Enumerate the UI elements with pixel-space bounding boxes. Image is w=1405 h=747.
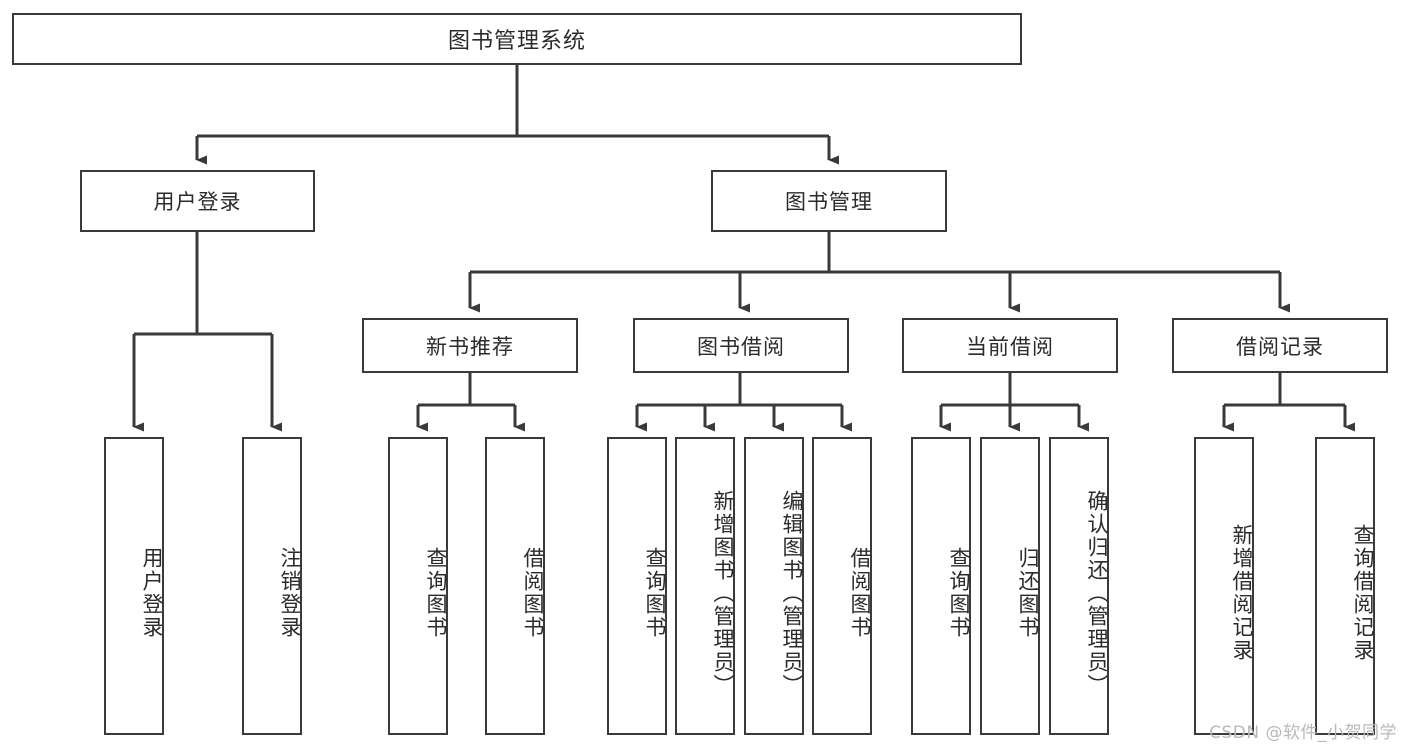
leaf-add-book-label: 新增图书（管理员）: [711, 489, 735, 697]
leaf-confirm-return-label: 确认归还（管理员）: [1085, 489, 1109, 697]
node-root-label: 图书管理系统: [447, 29, 586, 54]
node-root[interactable]: 图书管理系统: [12, 13, 1022, 65]
leaf-query-book-2[interactable]: 查询图书: [607, 437, 667, 735]
node-user-login-label: 用户登录: [153, 190, 242, 214]
leaf-borrow-book-1[interactable]: 借阅图书: [485, 437, 545, 735]
node-borrow-record[interactable]: 借阅记录: [1172, 318, 1388, 373]
node-new-book-rec-label: 新书推荐: [426, 334, 514, 359]
leaf-query-record[interactable]: 查询借阅记录: [1315, 437, 1375, 735]
leaf-return-book-label: 归还图书: [1016, 547, 1040, 639]
leaf-query-book-1-label: 查询图书: [424, 547, 448, 639]
leaf-borrow-book-1-label: 借阅图书: [521, 547, 545, 639]
node-current-borrow[interactable]: 当前借阅: [902, 318, 1118, 373]
leaf-return-book[interactable]: 归还图书: [980, 437, 1040, 735]
leaf-query-book-3-label: 查询图书: [947, 547, 971, 639]
node-book-manage[interactable]: 图书管理: [711, 170, 947, 232]
leaf-query-book-3[interactable]: 查询图书: [911, 437, 971, 735]
node-user-login[interactable]: 用户登录: [80, 170, 315, 232]
node-book-manage-label: 图书管理: [785, 190, 873, 214]
node-new-book-rec[interactable]: 新书推荐: [362, 318, 578, 373]
leaf-edit-book[interactable]: 编辑图书（管理员）: [744, 437, 804, 735]
leaf-logout-login-label: 注销登录: [278, 547, 302, 639]
node-borrow-record-label: 借阅记录: [1236, 334, 1324, 359]
leaf-borrow-book-2-label: 借阅图书: [848, 547, 872, 639]
leaf-user-login[interactable]: 用户登录: [104, 437, 164, 735]
leaf-add-book[interactable]: 新增图书（管理员）: [675, 437, 735, 735]
node-book-borrow-label: 图书借阅: [697, 334, 785, 359]
leaf-logout-login[interactable]: 注销登录: [242, 437, 302, 735]
leaf-add-record-label: 新增借阅记录: [1230, 524, 1254, 662]
leaf-query-record-label: 查询借阅记录: [1351, 524, 1375, 662]
leaf-user-login-label: 用户登录: [140, 547, 164, 639]
leaf-query-book-1[interactable]: 查询图书: [388, 437, 448, 735]
leaf-edit-book-label: 编辑图书（管理员）: [780, 489, 804, 697]
watermark-text: CSDN @软件_小贺同学: [1209, 723, 1397, 743]
leaf-confirm-return[interactable]: 确认归还（管理员）: [1049, 437, 1109, 735]
node-current-borrow-label: 当前借阅: [966, 334, 1054, 359]
leaf-add-record[interactable]: 新增借阅记录: [1194, 437, 1254, 735]
leaf-borrow-book-2[interactable]: 借阅图书: [812, 437, 872, 735]
node-book-borrow[interactable]: 图书借阅: [633, 318, 849, 373]
leaf-query-book-2-label: 查询图书: [643, 547, 667, 639]
